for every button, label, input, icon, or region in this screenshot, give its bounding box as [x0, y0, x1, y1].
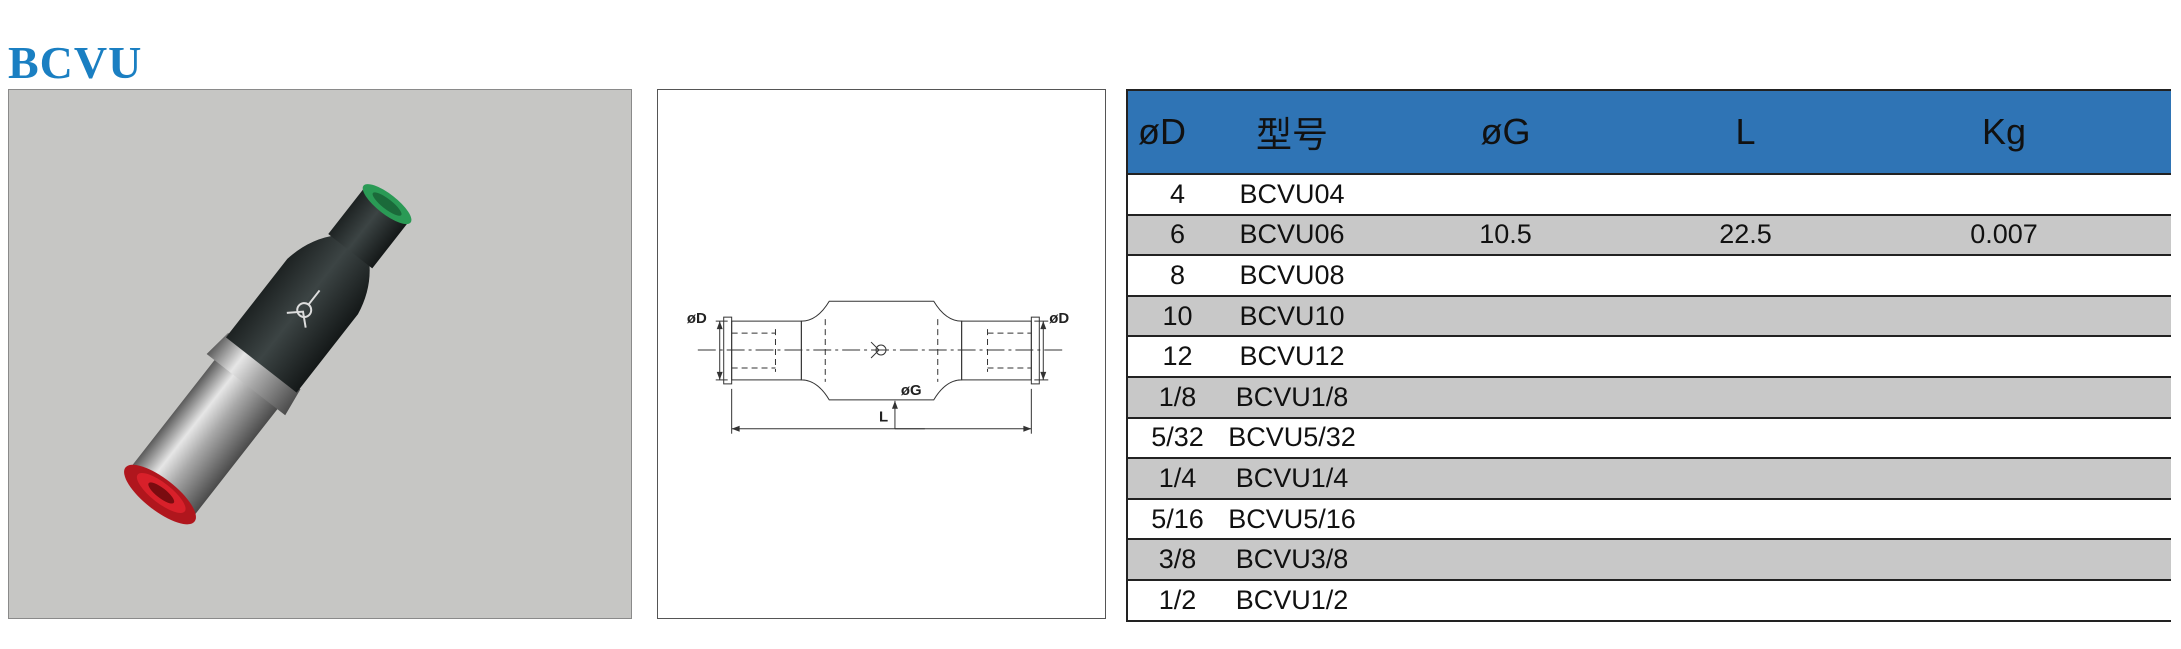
cell-d: 4 [1127, 174, 1227, 216]
cell-model: BCVU06 [1227, 214, 1357, 257]
cell-model: BCVU5/32 [1227, 417, 1357, 460]
fitting-illustration [124, 184, 412, 525]
table-row: 4 BCVU04 [1127, 174, 2171, 216]
cell-g: 10.5 [1357, 214, 1654, 257]
cell-model: BCVU12 [1227, 336, 1357, 378]
table-row: 5/16 BCVU5/16 [1127, 498, 2171, 541]
cell-d: 1/2 [1127, 579, 1227, 622]
cell-g [1357, 417, 1654, 460]
cell-l [1654, 295, 1837, 338]
spec-table: øD 型号 øG L Kg 4 BCVU04 6 BCVU06 10.5 22.… [1126, 89, 2171, 622]
cell-d: 3/8 [1127, 539, 1227, 581]
technical-drawing: øD øD øG L [657, 89, 1106, 619]
cell-model: BCVU3/8 [1227, 539, 1357, 581]
table-row: 10 BCVU10 [1127, 295, 2171, 338]
cell-g [1357, 295, 1654, 338]
table-row: 5/32 BCVU5/32 [1127, 417, 2171, 460]
cell-g [1357, 498, 1654, 541]
product-photo [8, 89, 632, 619]
table-row: 3/8 BCVU3/8 [1127, 539, 2171, 581]
table-row: 1/2 BCVU1/2 [1127, 579, 2171, 622]
cell-l [1654, 336, 1837, 378]
cell-kg [1837, 174, 2171, 216]
cell-kg [1837, 255, 2171, 297]
cell-kg [1837, 539, 2171, 581]
cell-kg [1837, 376, 2171, 419]
cell-model: BCVU1/2 [1227, 579, 1357, 622]
cell-d: 12 [1127, 336, 1227, 378]
table-row: 12 BCVU12 [1127, 336, 2171, 378]
cell-l [1654, 579, 1837, 622]
cell-d: 6 [1127, 214, 1227, 257]
col-header-d: øD [1127, 90, 1227, 175]
dimension-drawing: øD øD øG L [687, 300, 1069, 434]
cell-kg [1837, 498, 2171, 541]
table-row: 6 BCVU06 10.5 22.5 0.007 [1127, 214, 2171, 257]
cell-l: 22.5 [1654, 214, 1837, 257]
cell-d: 1/4 [1127, 458, 1227, 500]
col-header-kg: Kg [1837, 90, 2171, 175]
label-l: L [879, 409, 888, 426]
cell-kg [1837, 579, 2171, 622]
cell-d: 5/32 [1127, 417, 1227, 460]
label-g: øG [901, 382, 922, 399]
table-header-row: øD 型号 øG L Kg [1127, 90, 2171, 175]
cell-model: BCVU04 [1227, 174, 1357, 216]
cell-l [1654, 417, 1837, 460]
cell-kg [1837, 336, 2171, 378]
col-header-model: 型号 [1227, 90, 1357, 175]
col-header-g: øG [1357, 90, 1654, 175]
cell-l [1654, 376, 1837, 419]
cell-g [1357, 539, 1654, 581]
cell-model: BCVU1/4 [1227, 458, 1357, 500]
cell-d: 8 [1127, 255, 1227, 297]
table-row: 1/8 BCVU1/8 [1127, 376, 2171, 419]
cell-model: BCVU1/8 [1227, 376, 1357, 419]
cell-g [1357, 174, 1654, 216]
col-header-l: L [1654, 90, 1837, 175]
cell-g [1357, 458, 1654, 500]
cell-g [1357, 376, 1654, 419]
cell-d: 1/8 [1127, 376, 1227, 419]
cell-g [1357, 255, 1654, 297]
label-d-left: øD [687, 310, 707, 327]
cell-l [1654, 174, 1837, 216]
cell-kg [1837, 295, 2171, 338]
cell-l [1654, 539, 1837, 581]
cell-model: BCVU5/16 [1227, 498, 1357, 541]
cell-kg: 0.007 [1837, 214, 2171, 257]
cell-g [1357, 336, 1654, 378]
page-title: BCVU [8, 37, 143, 88]
cell-kg [1837, 458, 2171, 500]
label-d-right: øD [1049, 310, 1069, 327]
cell-g [1357, 579, 1654, 622]
check-valve-symbol [286, 289, 321, 328]
cell-model: BCVU08 [1227, 255, 1357, 297]
cell-l [1654, 458, 1837, 500]
cell-d: 5/16 [1127, 498, 1227, 541]
cell-kg [1837, 417, 2171, 460]
cell-model: BCVU10 [1227, 295, 1357, 338]
table-row: 8 BCVU08 [1127, 255, 2171, 297]
table-row: 1/4 BCVU1/4 [1127, 458, 2171, 500]
cell-l [1654, 498, 1837, 541]
cell-l [1654, 255, 1837, 297]
cell-d: 10 [1127, 295, 1227, 338]
